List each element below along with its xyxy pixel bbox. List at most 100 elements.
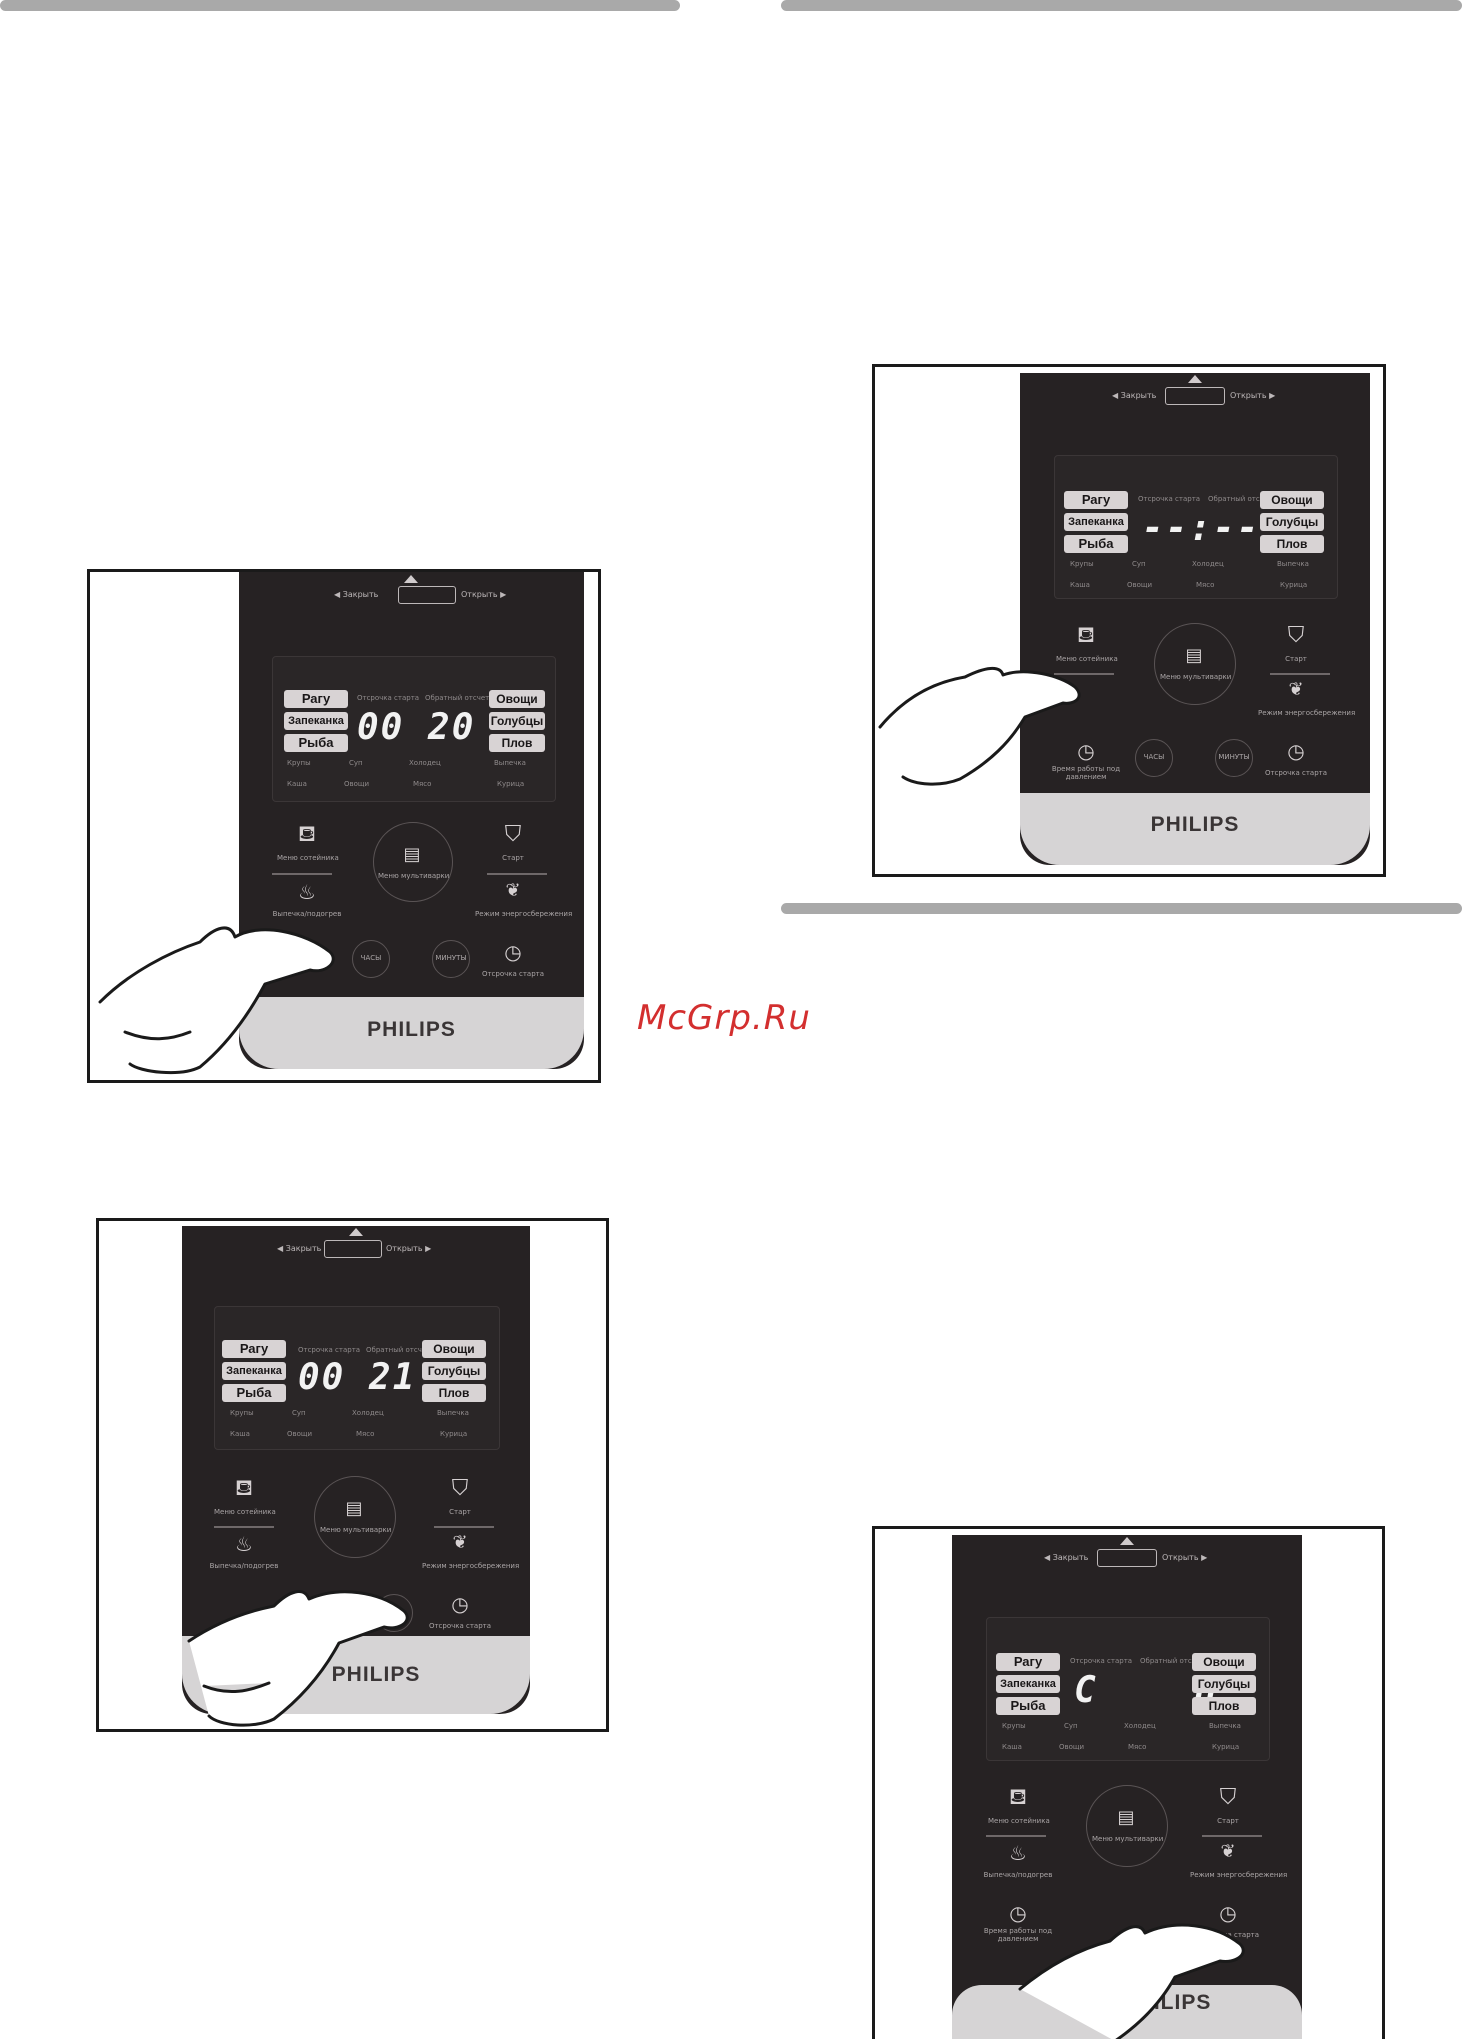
label-minutes: МИНУТЫ <box>435 954 467 962</box>
delay-clock-icon[interactable]: ◷ <box>451 1592 469 1616</box>
multi-menu-button[interactable] <box>373 822 453 902</box>
label-eco: Режим энергосбережения <box>422 1562 520 1570</box>
preset-ovoshchi: Овощи <box>1059 1743 1085 1751</box>
start-icon[interactable]: ⛉ <box>1219 1785 1237 1810</box>
multi-menu-button[interactable] <box>1086 1785 1168 1867</box>
lid-open-label: Открыть ▶ <box>461 590 507 599</box>
chip-ovoshchi: Овощи <box>1192 1653 1256 1671</box>
label-eco: Режим энергосбережения <box>1190 1871 1288 1879</box>
lid-slot <box>1165 387 1225 405</box>
label-sous-vide: Меню сотейника <box>988 1817 1050 1825</box>
control-panel: ◀ Закрыть Открыть ▶ Отсрочка старта Обра… <box>239 572 584 1069</box>
menu-icon: ▤ <box>403 844 421 865</box>
label-start: Старт <box>1285 655 1307 663</box>
clock-icon[interactable]: ◷ <box>1009 1901 1027 1925</box>
lid-open-label: Открыть ▶ <box>386 1244 432 1253</box>
chip-golubtsy: Голубцы <box>1192 1675 1256 1693</box>
chip-ryba: Рыба <box>996 1697 1060 1715</box>
brand-logo: PHILIPS <box>367 1018 456 1041</box>
steam-icon[interactable]: ♨ <box>1009 1841 1027 1865</box>
preset-kasha: Каша <box>1070 581 1090 589</box>
label-start: Старт <box>1217 1817 1239 1825</box>
divider <box>1202 1835 1262 1837</box>
preset-krupy: Крупы <box>287 759 311 767</box>
section-divider-top-right <box>781 0 1462 11</box>
delay-clock-icon[interactable]: ◷ <box>1287 739 1305 763</box>
section-divider-top-left <box>0 0 680 11</box>
chip-ryba: Рыба <box>1064 535 1128 553</box>
delay-label: Отсрочка старта <box>357 694 420 702</box>
delay-clock-icon[interactable]: ◷ <box>1219 1901 1237 1925</box>
hours-button[interactable] <box>1135 739 1173 777</box>
chip-plov: Плов <box>1192 1697 1256 1715</box>
preset-myaso: Мясо <box>356 1430 375 1438</box>
preset-vypechka: Выпечка <box>1209 1722 1241 1730</box>
preset-kholodets: Холодец <box>409 759 441 767</box>
preset-kasha: Каша <box>287 780 307 788</box>
menu-icon: ▤ <box>345 1498 363 1519</box>
preset-vypechka: Выпечка <box>1277 560 1309 568</box>
preset-vypechka: Выпечка <box>437 1409 469 1417</box>
panel-base <box>1020 793 1370 865</box>
clock-icon[interactable]: ◷ <box>1077 739 1095 763</box>
control-panel: ◀ Закрыть Открыть ▶ Отсрочка старта Обра… <box>1020 373 1370 865</box>
steam-icon[interactable]: ♨ <box>298 880 316 904</box>
minutes-button[interactable] <box>1215 739 1253 777</box>
steam-icon[interactable]: ♨ <box>235 1532 253 1556</box>
divider <box>1054 673 1114 675</box>
label-eco: Режим энергосбережения <box>1258 709 1356 717</box>
chip-golubtsy: Голубцы <box>489 712 545 730</box>
brand-logo: PHILIPS <box>1150 813 1240 836</box>
lid-arrow-icon <box>1188 375 1202 383</box>
chip-plov: Плов <box>1260 535 1324 553</box>
preset-kuritsa: Курица <box>1212 1743 1240 1751</box>
divider <box>434 1526 494 1528</box>
lid-slot <box>398 586 456 604</box>
pot-icon: ⛾ <box>298 822 316 847</box>
preset-kholodets: Холодец <box>1124 1722 1156 1730</box>
label-sous-vide: Меню сотейника <box>1056 655 1118 663</box>
hours-button[interactable] <box>352 940 390 978</box>
lcd-display: 00 21 <box>298 1357 417 1398</box>
chip-plov: Плов <box>489 734 545 752</box>
minutes-button[interactable] <box>432 940 470 978</box>
multi-menu-button[interactable] <box>314 1476 396 1558</box>
leaf-icon[interactable]: ❦ <box>1288 679 1304 700</box>
leaf-icon[interactable]: ❦ <box>452 1532 468 1553</box>
chip-plov: Плов <box>422 1384 486 1402</box>
start-icon[interactable]: ⛉ <box>1287 623 1305 648</box>
preset-sup: Суп <box>1064 1722 1078 1730</box>
multi-menu-button[interactable] <box>1154 623 1236 705</box>
hand-pointer-icon <box>187 1590 409 1727</box>
leaf-icon[interactable]: ❦ <box>505 880 521 901</box>
brand-logo: PHILIPS <box>331 1663 421 1686</box>
menu-icon: ▤ <box>1117 1807 1135 1828</box>
lid-arrow-icon <box>1120 1537 1134 1545</box>
preset-kuritsa: Курица <box>497 780 525 788</box>
start-icon[interactable]: ⛉ <box>451 1476 469 1501</box>
chip-zapekanka: Запеканка <box>996 1675 1060 1693</box>
delay-label: Отсрочка старта <box>1138 495 1201 503</box>
preset-krupy: Крупы <box>1002 1722 1026 1730</box>
chip-golubtsy: Голубцы <box>422 1362 486 1380</box>
preset-kuritsa: Курица <box>440 1430 468 1438</box>
figure-4: ◀ Закрыть Открыть ▶ Отсрочка старта Обра… <box>872 1526 1385 2039</box>
chip-zapekanka: Запеканка <box>222 1362 286 1380</box>
label-start: Старт <box>502 854 524 862</box>
chip-ragu: Рагу <box>284 690 348 708</box>
preset-krupy: Крупы <box>1070 560 1094 568</box>
chip-ragu: Рагу <box>1064 491 1128 509</box>
delay-clock-icon[interactable]: ◷ <box>504 940 522 964</box>
chip-ryba: Рыба <box>222 1384 286 1402</box>
leaf-icon[interactable]: ❦ <box>1220 1841 1236 1862</box>
lid-close-label: ◀ Закрыть <box>277 1244 322 1253</box>
chip-zapekanka: Запеканка <box>1064 513 1128 531</box>
start-icon[interactable]: ⛉ <box>504 822 522 847</box>
lid-close-label: ◀ Закрыть <box>1044 1553 1089 1562</box>
chip-ryba: Рыба <box>284 734 348 752</box>
label-multi-menu: Меню мультиварки <box>378 872 450 880</box>
figure-3: ◀ Закрыть Открыть ▶ Отсрочка старта Обра… <box>872 364 1386 877</box>
preset-kholodets: Холодец <box>1192 560 1224 568</box>
preset-krupy: Крупы <box>230 1409 254 1417</box>
figure-2: ◀ Закрыть Открыть ▶ Отсрочка старта Обра… <box>96 1218 609 1732</box>
